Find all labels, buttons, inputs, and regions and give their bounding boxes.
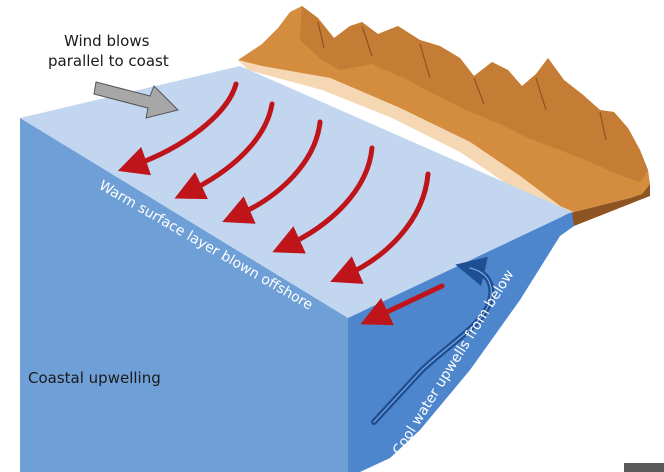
wind-label-line1: Wind blows (64, 32, 150, 50)
mountain-shadow (300, 6, 648, 182)
red-curved-arrow-icon (272, 145, 375, 254)
corner-bar (624, 463, 664, 472)
mountain-ridges (317, 21, 607, 141)
coastal-mountains (238, 6, 650, 226)
surface-current-arrows (117, 81, 445, 326)
land-cross-section (560, 184, 650, 226)
red-straight-arrow-icon (360, 283, 445, 326)
red-curved-arrow-icon (330, 171, 431, 284)
red-curved-arrow-icon (174, 101, 275, 200)
water-front-face (20, 118, 348, 472)
wind-arrow-icon (93, 81, 179, 119)
wind-label-line2: parallel to coast (48, 52, 169, 70)
water-right-face (348, 212, 574, 472)
red-curved-arrow-icon (117, 81, 239, 176)
upwelling-arrow (371, 256, 495, 425)
blue-outline (373, 267, 492, 423)
red-curved-arrow-icon (222, 119, 323, 224)
diagram-caption: Coastal upwelling (28, 369, 161, 387)
water-surface (20, 66, 572, 318)
